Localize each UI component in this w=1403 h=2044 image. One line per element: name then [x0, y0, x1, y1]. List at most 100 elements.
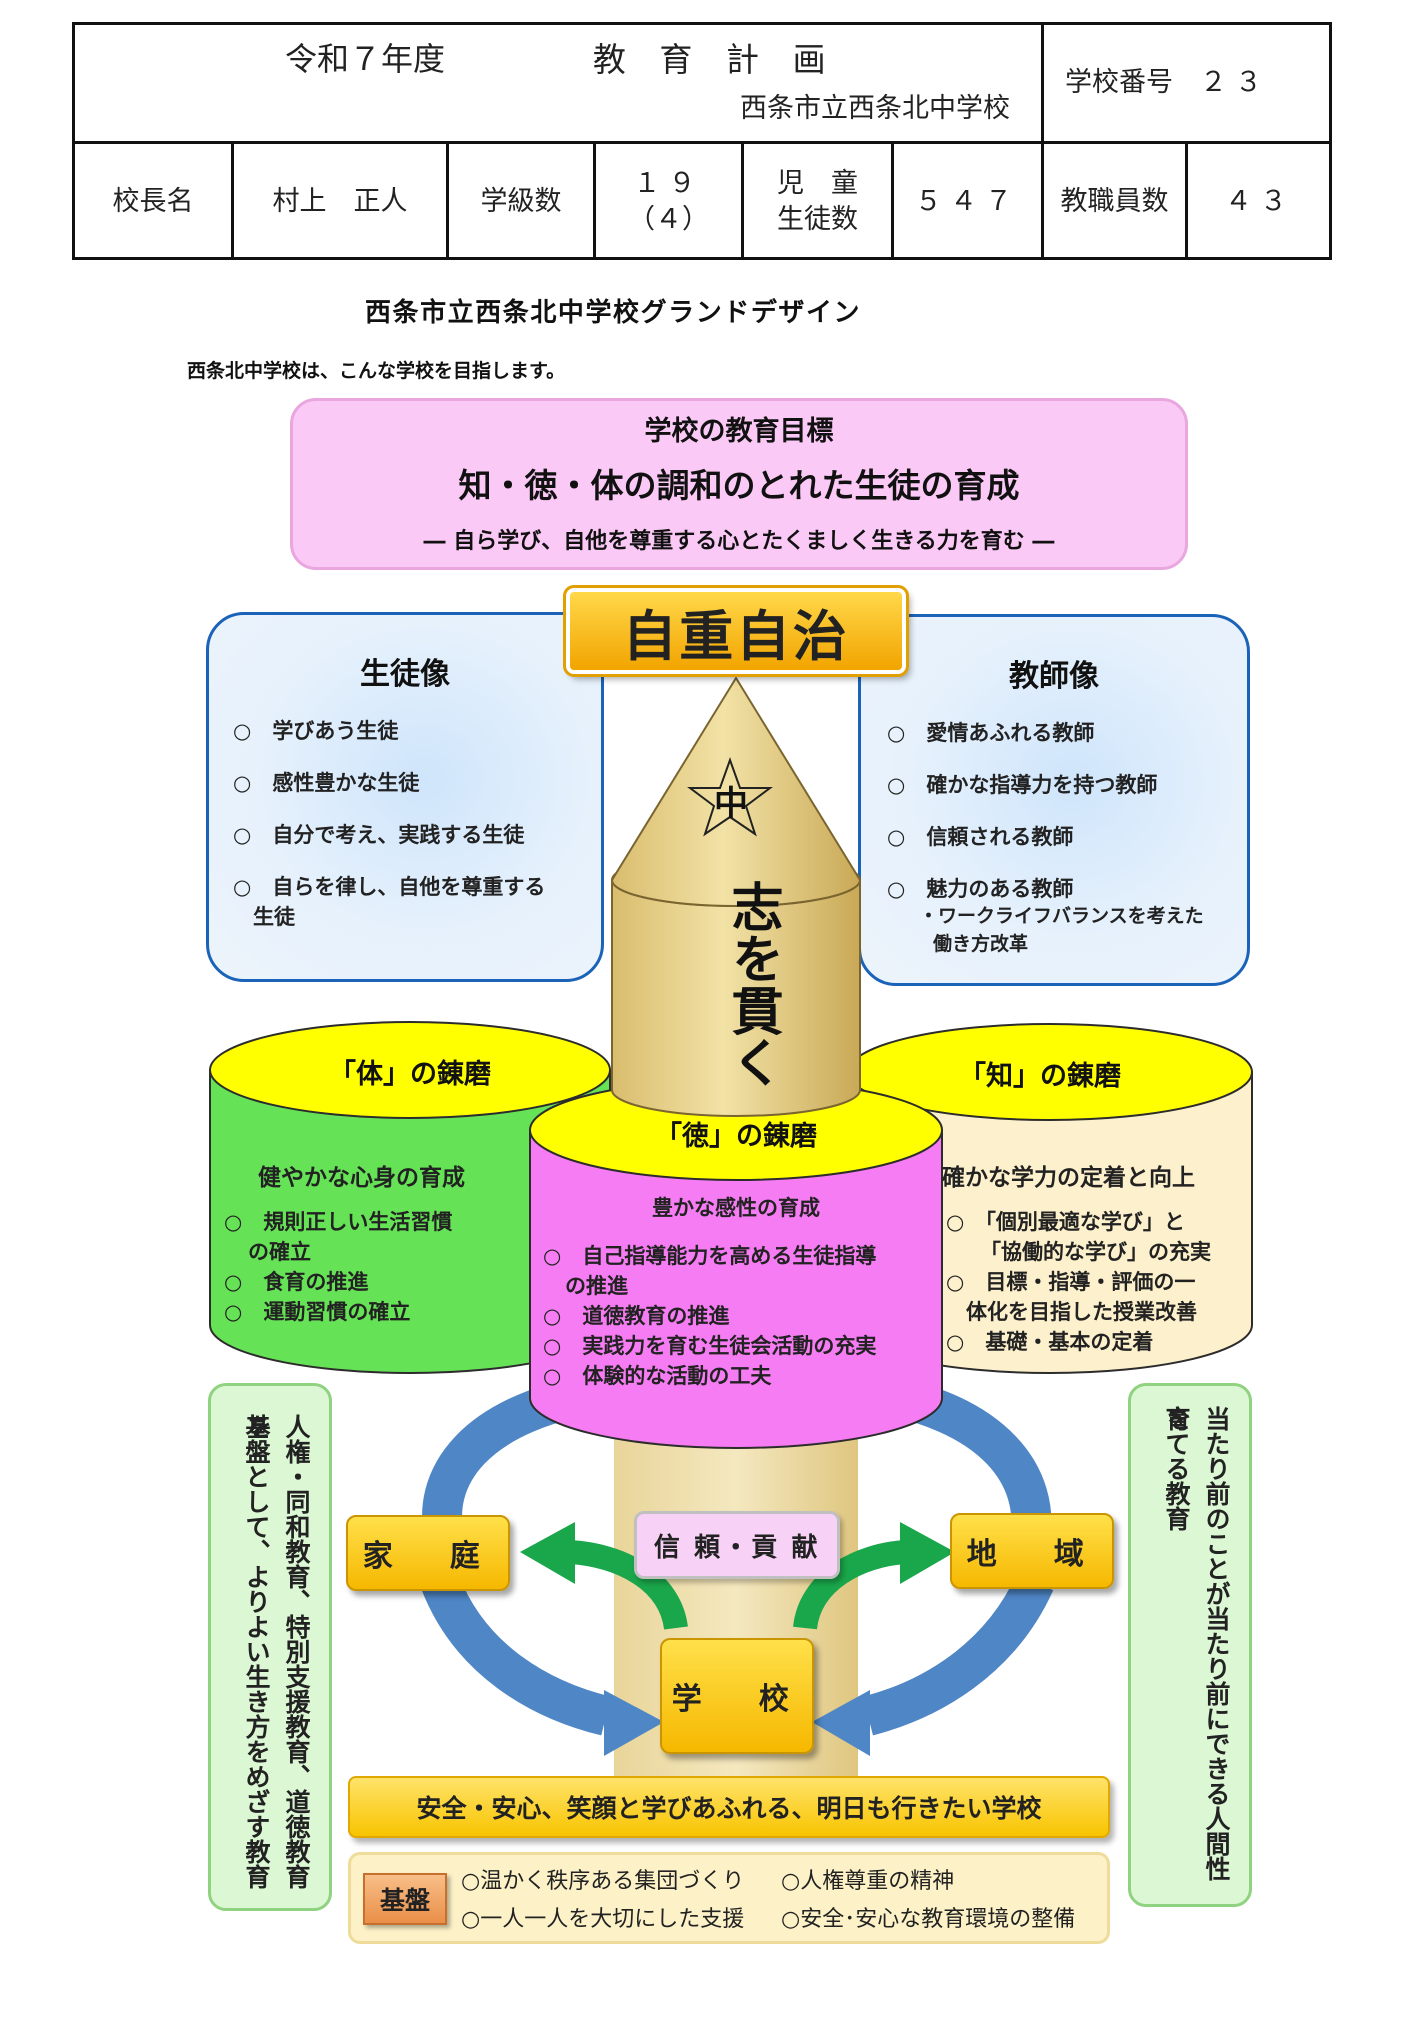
list-item: ○ 自分で考え、実践する生徒: [233, 823, 525, 847]
tai-heading: 「体」の錬磨: [329, 1059, 491, 1090]
school-emblem-star-icon: [687, 757, 773, 837]
foundation-box: 基盤 ○温かく秩序ある集団づくり ○人権尊重の精神 ○一人一人を大切にした支援 …: [348, 1852, 1110, 1944]
tai-cylinder-top: [209, 1021, 611, 1119]
arrow-head-icon: [604, 1690, 664, 1756]
arrow-head-icon: [812, 1690, 870, 1756]
plan-header-table: 令和７年度 教 育 計 画 西条市立西条北中学校 学校番号 ２３ 校長名 村上 …: [72, 22, 1332, 260]
students-label-line2: 生徒数: [777, 204, 858, 235]
pillar-cone: [610, 676, 862, 907]
list-item: の推進: [565, 1274, 628, 1298]
table-divider: [741, 141, 744, 260]
toku-subheading: 豊かな感性の育成: [652, 1196, 820, 1220]
right-vertical-text-2: 育てる教育: [1162, 1406, 1191, 1531]
fiscal-year: 令和７年度: [284, 40, 445, 79]
document-title: 教 育 計 画: [592, 39, 838, 79]
education-goal-box: 学校の教育目標 知・徳・体の調和のとれた生徒の育成 ― 自ら学び、自他を尊重する…: [290, 398, 1188, 570]
list-item: ○人権尊重の精神: [781, 1869, 955, 1894]
list-item: ○ 道徳教育の推進: [543, 1304, 730, 1328]
teacher-image-box: 教師像 ○ 愛情あふれる教師 ○ 確かな指導力を持つ教師 ○ 信頼される教師 ○…: [858, 614, 1250, 986]
list-item: ○安全･安心な教育環境の整備: [781, 1907, 1076, 1932]
staff-value: ４３: [1224, 185, 1296, 217]
table-divider: [75, 141, 1329, 144]
list-item: ○ 目標・指導・評価の一: [946, 1270, 1196, 1294]
trust-contribution-tag: 信 頼・貢 献: [634, 1511, 840, 1579]
students-label-line1: 児 童: [777, 167, 858, 199]
home-tag: 家 庭: [346, 1515, 510, 1591]
foundation-label: 基盤: [363, 1873, 447, 1925]
goal-heading: 学校の教育目標: [644, 416, 834, 447]
table-divider: [446, 141, 449, 260]
list-item: ○ 運動習慣の確立: [224, 1300, 411, 1324]
list-item: ○ 学びあう生徒: [233, 719, 399, 743]
chi-subheading: 確かな学力の定着と向上: [942, 1165, 1195, 1191]
arrow-head-icon: [520, 1522, 575, 1584]
list-item: 「協働的な学び」の充実: [980, 1240, 1211, 1264]
list-item: ・ワークライフバランスを考えた: [919, 905, 1204, 927]
list-item: ○ 信頼される教師: [887, 825, 1074, 849]
student-heading: 生徒像: [360, 657, 450, 692]
cycle-arrow-icon: [862, 1573, 1054, 1736]
list-item: ○一人一人を大切にした支援: [461, 1907, 745, 1932]
motto-banner: 自重自治: [563, 585, 909, 677]
emblem-glyph: 中: [714, 784, 748, 824]
principal-label: 校長名: [112, 185, 194, 217]
left-vertical-text-2: 基盤として、よりよい生き方をめざす教育: [242, 1414, 271, 1889]
table-divider: [593, 141, 596, 260]
pillar-body: [611, 879, 861, 1117]
grand-design-title: 西条市立西条北中学校グランドデザイン: [365, 298, 862, 328]
school-number-label: 学校番号: [1065, 66, 1173, 98]
left-foundation-box: 人権・同和教育、特別支援教育、道徳教育を 基盤として、よりよい生き方をめざす教育: [208, 1383, 332, 1911]
community-tag: 地 域: [950, 1513, 1114, 1589]
trust-arrow-icon: [793, 1540, 907, 1631]
school-name: 西条市立西条北中学校: [740, 92, 1010, 124]
goal-main: 知・徳・体の調和のとれた生徒の育成: [458, 466, 1020, 505]
right-foundation-box: 当たり前のことが当たり前にできる人間性を 育てる教育: [1128, 1383, 1252, 1907]
school-number-value: ２３: [1199, 66, 1271, 98]
cycle-arrow-icon: [421, 1574, 611, 1736]
list-item: ○ 基礎・基本の定着: [946, 1330, 1154, 1354]
student-image-box: 生徒像 ○ 学びあう生徒 ○ 感性豊かな生徒 ○ 自分で考え、実践する生徒 ○ …: [206, 612, 604, 982]
list-item: ○ 確かな指導力を持つ教師: [887, 773, 1158, 797]
school-vision-banner: 安全・安心、笑顔と学びあふれる、明日も行きたい学校: [348, 1776, 1110, 1838]
table-divider: [1041, 141, 1044, 260]
toku-heading: 「徳」の錬磨: [655, 1121, 817, 1152]
school-tag: 学 校: [660, 1638, 814, 1754]
students-label: 児 童 生徒数: [744, 144, 891, 260]
table-divider: [231, 141, 234, 260]
arrow-head-icon: [900, 1522, 955, 1584]
list-item: の確立: [248, 1240, 311, 1264]
table-divider: [1041, 25, 1044, 141]
list-item: ○温かく秩序ある集団づくり: [461, 1869, 745, 1894]
toku-cylinder: [529, 1129, 943, 1449]
special-classes-count: （４）: [628, 204, 709, 235]
list-item: 体化を目指した授業改善: [966, 1300, 1197, 1324]
tai-subheading: 健やかな心身の育成: [258, 1165, 465, 1191]
table-divider: [1185, 141, 1188, 260]
list-item: ○ 自己指導能力を高める生徒指導: [543, 1244, 877, 1268]
left-vertical-text-1: 人権・同和教育、特別支援教育、道徳教育を: [243, 1414, 311, 1889]
chi-heading: 「知」の錬磨: [959, 1061, 1121, 1092]
goal-sub: ― 自ら学び、自他を尊重する心とたくましく生きる力を育む ―: [423, 529, 1055, 554]
list-item: ○ 食育の推進: [224, 1270, 369, 1294]
list-item: ○ 体験的な活動の工夫: [543, 1364, 772, 1388]
staff-label: 教職員数: [1060, 185, 1169, 217]
teacher-heading: 教師像: [1009, 659, 1099, 694]
classes-count: １９: [633, 167, 704, 199]
list-item: ○ 「個別最適な学び」と: [946, 1210, 1185, 1234]
table-divider: [891, 141, 894, 260]
intro-text: 西条北中学校は、こんな学校を目指します。: [187, 360, 566, 382]
right-vertical-text-1: 当たり前のことが当たり前にできる人間性を: [1163, 1406, 1231, 1881]
list-item: ○ 魅力のある教師: [887, 877, 1074, 901]
list-item: 生徒: [253, 905, 295, 929]
list-item: ○ 実践力を育む生徒会活動の充実: [543, 1334, 877, 1358]
classes-label: 学級数: [480, 185, 562, 217]
list-item: ○ 愛情あふれる教師: [887, 721, 1095, 745]
classes-value: １９ （４）: [596, 144, 741, 260]
students-value: ５４７: [914, 185, 1021, 217]
list-item: ○ 自らを律し、自他を尊重する: [233, 875, 546, 899]
list-item: ○ 規則正しい生活習慣: [224, 1210, 453, 1234]
list-item: ○ 感性豊かな生徒: [233, 771, 420, 795]
pillar-text: 志を貫く: [722, 880, 782, 1088]
list-item: 働き方改革: [933, 933, 1029, 955]
principal-name: 村上 正人: [272, 185, 408, 217]
